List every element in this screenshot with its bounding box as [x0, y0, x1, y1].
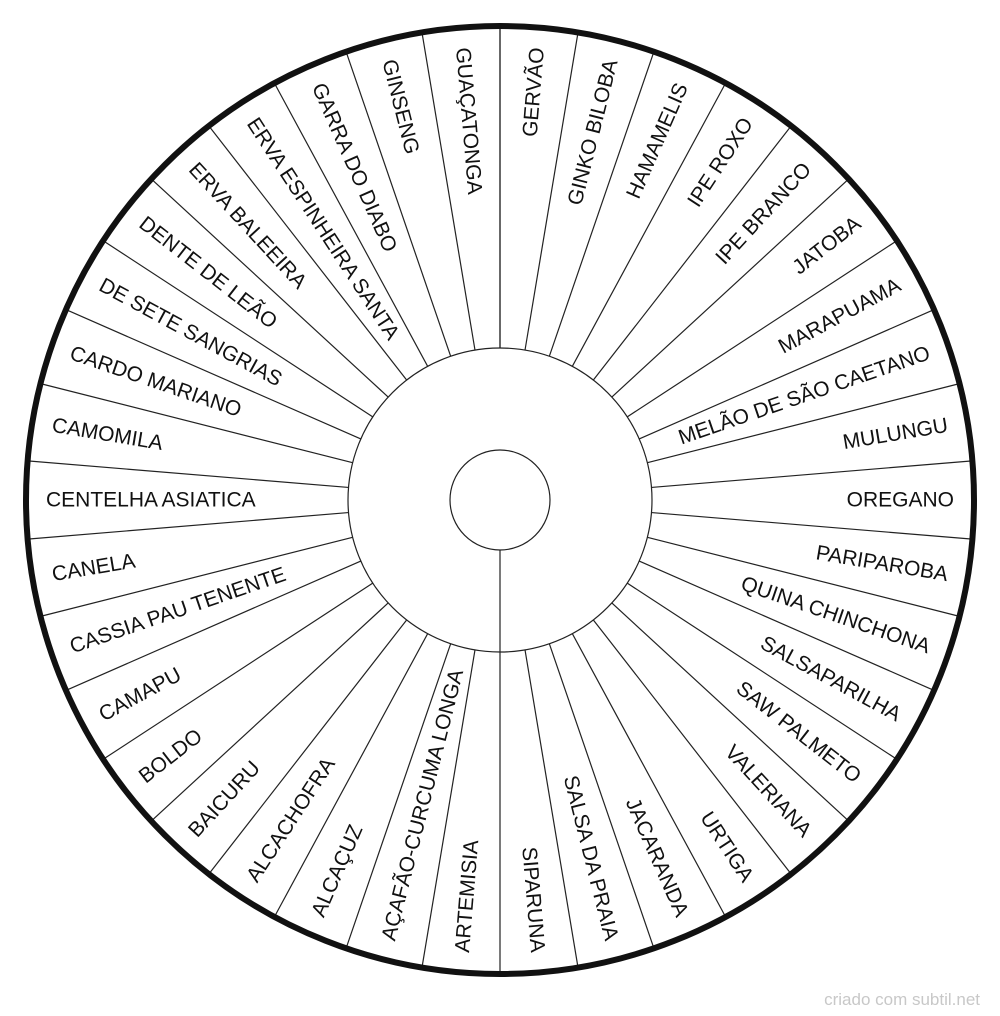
segment-label: PARIPAROBA: [814, 541, 949, 586]
segment-divider-line: [638, 560, 935, 691]
segment-label: OREGANO: [847, 489, 954, 512]
segment-divider-line: [548, 643, 655, 949]
segment-label: SIPARUNA: [517, 846, 549, 953]
segment-label: GINKO BILOBA: [564, 57, 623, 207]
segment-divider-line: [150, 178, 389, 398]
segment-label: GUAÇATONGA: [451, 47, 486, 196]
segment-label: CAMOMILA: [50, 414, 164, 455]
segment-label: CENTELHA ASIATICA: [46, 489, 256, 512]
center-circle: [449, 449, 551, 551]
segment-divider-line: [65, 309, 362, 440]
segment-divider-line: [651, 511, 973, 540]
segment-divider-line: [524, 32, 579, 351]
segment-label: GERVÃO: [518, 47, 549, 138]
segment-label: BOLDO: [135, 725, 207, 788]
segment-divider-line: [345, 643, 452, 949]
segment-divider-line: [40, 383, 353, 464]
segment-label: IPE ROXO: [683, 114, 758, 212]
segment-divider-line: [27, 511, 349, 540]
segment-label: MULUNGU: [841, 414, 950, 454]
segment-divider-line: [27, 460, 349, 489]
segment-divider-line: [102, 582, 374, 760]
segment-divider-line: [626, 582, 898, 760]
segment-label: MARAPUAMA: [775, 274, 905, 359]
segment-divider-line: [548, 51, 655, 357]
segment-divider-line: [651, 460, 973, 489]
segment-divider-line: [150, 602, 389, 822]
segment-label: SALSA DA PRAIA: [559, 773, 623, 943]
segment-label: JACARANDA: [621, 795, 693, 921]
segment-divider-line: [273, 82, 429, 367]
segment-divider-line: [571, 82, 727, 367]
segment-divider-line: [611, 602, 850, 822]
segment-divider-line: [611, 178, 850, 398]
segment-label: ALCAÇUZ: [307, 821, 368, 920]
segment-divider-line: [592, 619, 792, 875]
segment-divider-line: [208, 125, 408, 381]
outer-ring: [23, 23, 977, 977]
segment-divider-line: [647, 383, 960, 464]
segment-divider-line: [421, 649, 476, 968]
segment-divider-line: [571, 633, 727, 918]
segment-divider-line: [345, 51, 452, 357]
segment-label: HAMAMELIS: [622, 80, 693, 203]
segment-divider-line: [524, 649, 579, 968]
segment-divider-line: [421, 32, 476, 351]
segment-divider-line: [208, 619, 408, 875]
segment-divider-line: [40, 536, 353, 617]
segment-label: CAMAPU: [95, 663, 185, 726]
segment-label: VALERIANA: [720, 741, 816, 842]
segment-divider-line: [638, 309, 935, 440]
segment-label: BAICURU: [184, 757, 265, 842]
segment-divider-line: [273, 633, 429, 918]
credit-text: criado com subtil.net: [824, 990, 980, 1009]
segment-divider-line: [626, 240, 898, 418]
segment-divider-line: [102, 240, 374, 418]
segment-label: ARTEMISIA: [451, 839, 483, 953]
segment-label: CANELA: [50, 550, 137, 587]
segment-divider-line: [65, 560, 362, 691]
segment-divider-line: [592, 125, 792, 381]
segment-dividers: [27, 26, 973, 974]
segment-divider-line: [647, 536, 960, 617]
segment-label: GINSENG: [377, 57, 423, 157]
